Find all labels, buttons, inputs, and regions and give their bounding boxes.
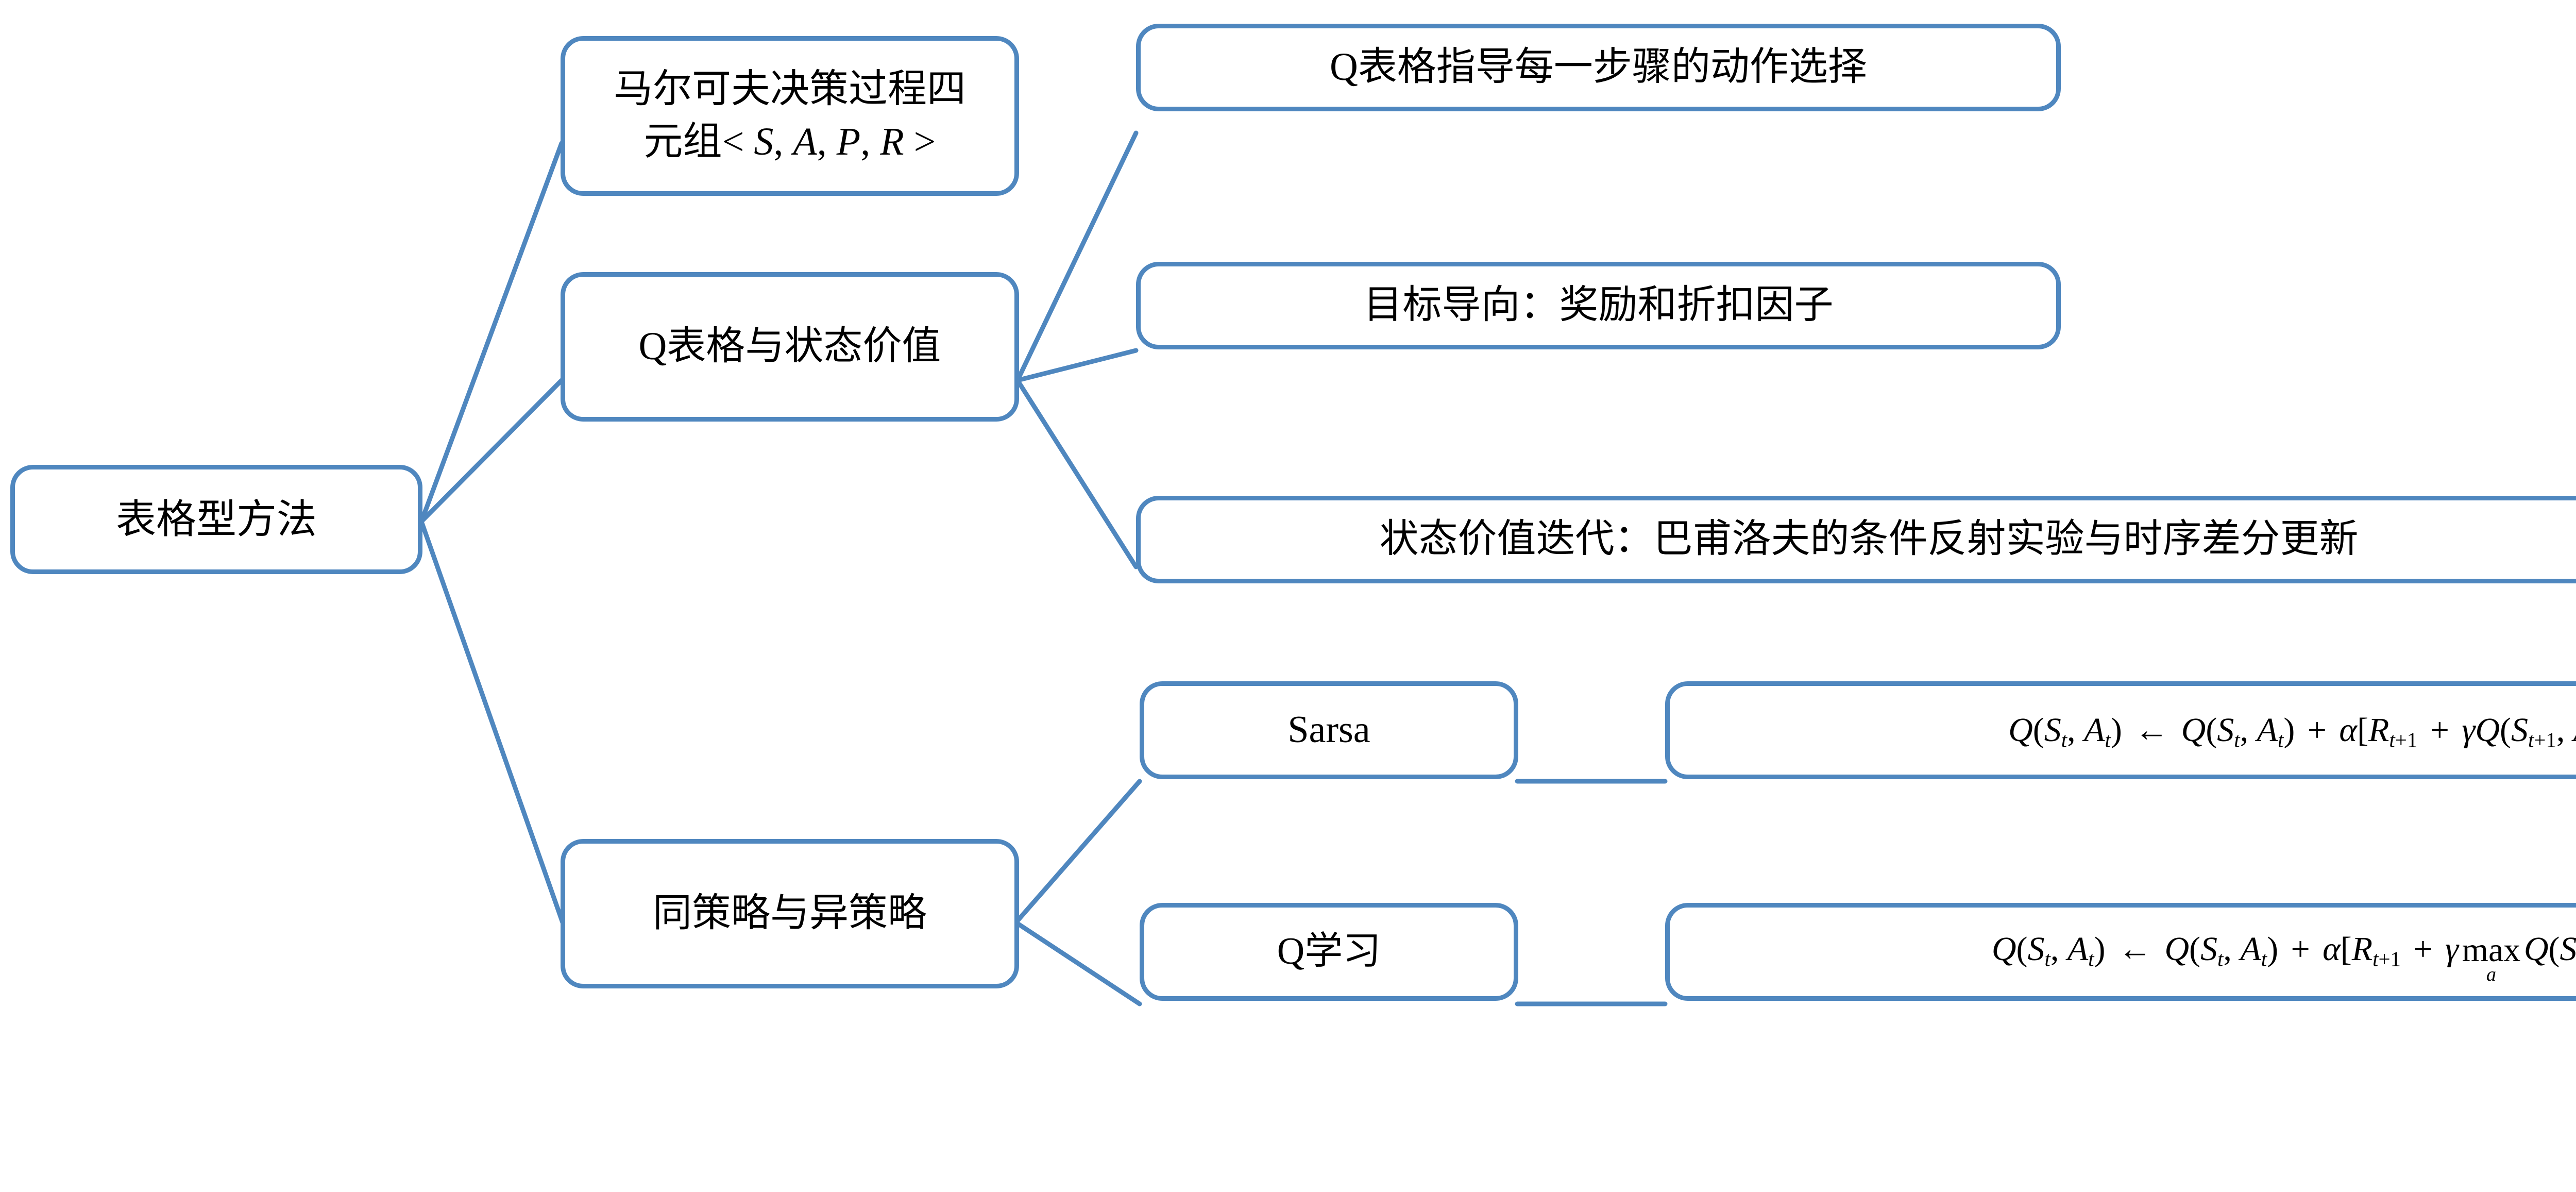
edge-root-to-mdp [419, 141, 564, 524]
node-qtable-value-label: Q表格与状态价值 [638, 325, 941, 368]
node-q-guide[interactable]: Q表格指导每一步骤的动作选择 [1136, 24, 2061, 111]
node-root-label: 表格型方法 [115, 496, 317, 542]
edge-qtable-to-qguide [1015, 130, 1139, 383]
node-root[interactable]: 表格型方法 [10, 465, 422, 574]
edge-qtable-to-goal [1015, 348, 1139, 383]
node-mdp[interactable]: 马尔可夫决策过程四 元组< S, A, P, R > [561, 36, 1019, 196]
node-on-off-policy-label: 同策略与异策略 [653, 892, 927, 935]
node-goal-oriented-label: 目标导向：奖励和折扣因子 [1363, 283, 1834, 327]
node-mdp-tuple: < S, A, P, R > [722, 120, 936, 163]
node-sarsa-label: Sarsa [1287, 709, 1370, 751]
node-sarsa-formula[interactable]: Q(St, At) ← Q(St, At) + α[Rt+1 + γQ(St+1… [1665, 681, 2576, 779]
node-q-guide-label: Q表格指导每一步骤的动作选择 [1330, 45, 1867, 89]
node-mdp-line1: 马尔可夫决策过程四 [614, 68, 966, 111]
edge-policy-to-sarsa [1013, 779, 1142, 925]
edge-policy-to-qlearning [1013, 920, 1142, 1006]
node-q-learning-label: Q学习 [1277, 930, 1381, 973]
edge-qtable-to-valueiter [1015, 378, 1139, 569]
node-sarsa-formula-text: Q(St, At) ← Q(St, At) + α[Rt+1 + γQ(St+1… [2008, 711, 2576, 752]
node-on-off-policy[interactable]: 同策略与异策略 [561, 839, 1019, 988]
node-value-iteration[interactable]: 状态价值迭代：巴甫洛夫的条件反射实验与时序差分更新 [1136, 496, 2576, 583]
node-value-iteration-label: 状态价值迭代：巴甫洛夫的条件反射实验与时序差分更新 [1379, 517, 2359, 561]
node-qtable-value[interactable]: Q表格与状态价值 [561, 272, 1019, 422]
node-q-learning[interactable]: Q学习 [1140, 903, 1518, 1001]
node-mdp-line2-prefix: 元组 [643, 120, 722, 163]
edge-root-to-qtable [419, 378, 564, 524]
node-goal-oriented[interactable]: 目标导向：奖励和折扣因子 [1136, 262, 2061, 349]
edge-root-to-policy [419, 519, 565, 925]
node-sarsa[interactable]: Sarsa [1140, 681, 1518, 779]
node-mdp-text: 马尔可夫决策过程四 元组< S, A, P, R > [579, 63, 1001, 169]
